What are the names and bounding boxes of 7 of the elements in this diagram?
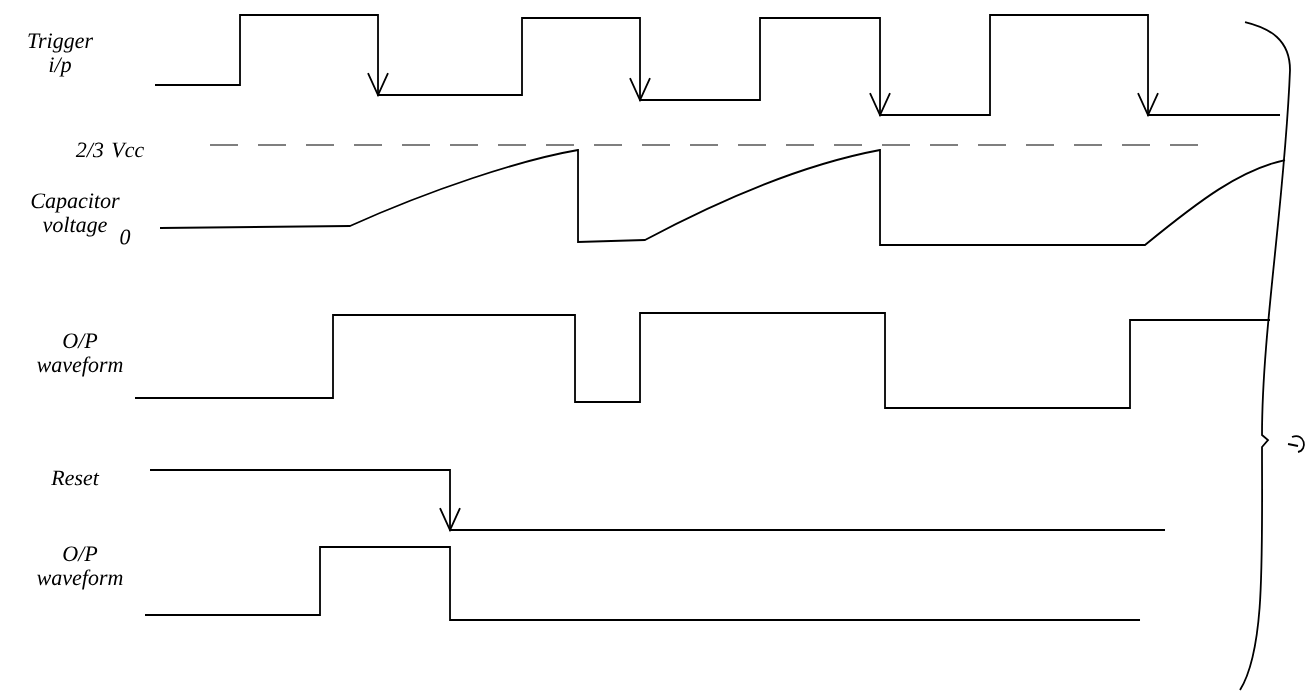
signal-label: O/P waveform [37,333,123,377]
signal-label: O/P waveform [37,546,123,590]
level-label: 2/3 Vcc [75,142,144,158]
signal-label: Trigger i/p [28,33,94,77]
signal-label: Reset [51,470,100,486]
signal-label: Capacitor voltage [31,193,120,237]
level-label: 0 [120,229,131,245]
